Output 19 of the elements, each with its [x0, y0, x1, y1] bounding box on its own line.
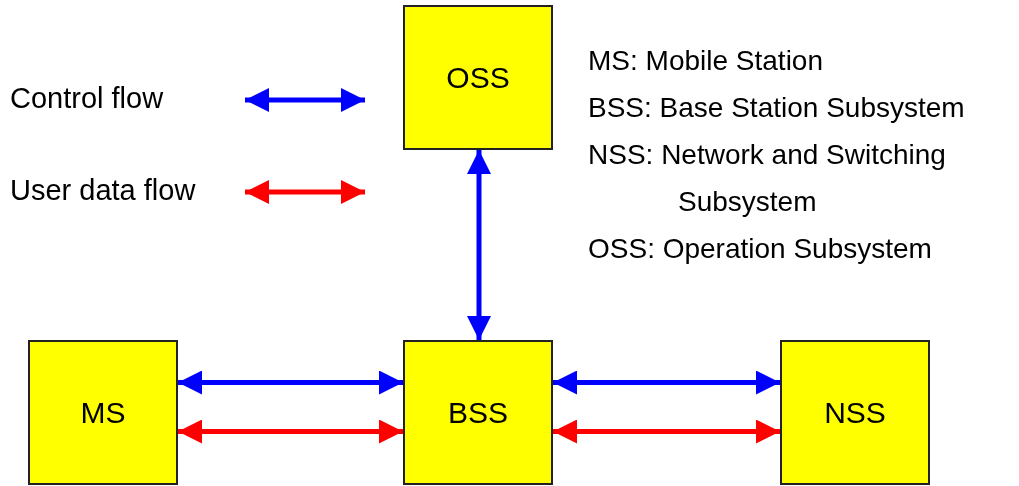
double-arrow: [178, 370, 403, 395]
double-arrow: [553, 370, 780, 395]
definition-text: NSS: Network and Switching Subsystem: [588, 139, 946, 217]
legend-label: Control flow: [10, 82, 164, 115]
definition-text: OSS: Operation Subsystem: [588, 233, 932, 264]
box-label: NSS: [824, 395, 886, 430]
double-arrow: [178, 419, 403, 444]
double-arrow: [467, 150, 491, 340]
component-box: [403, 340, 553, 485]
box-label: MS: [80, 395, 126, 430]
component-box: [403, 5, 553, 150]
component-box: [780, 340, 930, 485]
definition-text: MS: Mobile Station: [588, 45, 823, 76]
definition-text: BSS: Base Station Subsystem: [588, 92, 965, 123]
component-box: [28, 340, 178, 485]
box-label: BSS: [448, 395, 508, 430]
legend-label: User data flow: [10, 174, 196, 207]
box-label: OSS: [446, 60, 510, 95]
double-arrow: [553, 419, 780, 444]
